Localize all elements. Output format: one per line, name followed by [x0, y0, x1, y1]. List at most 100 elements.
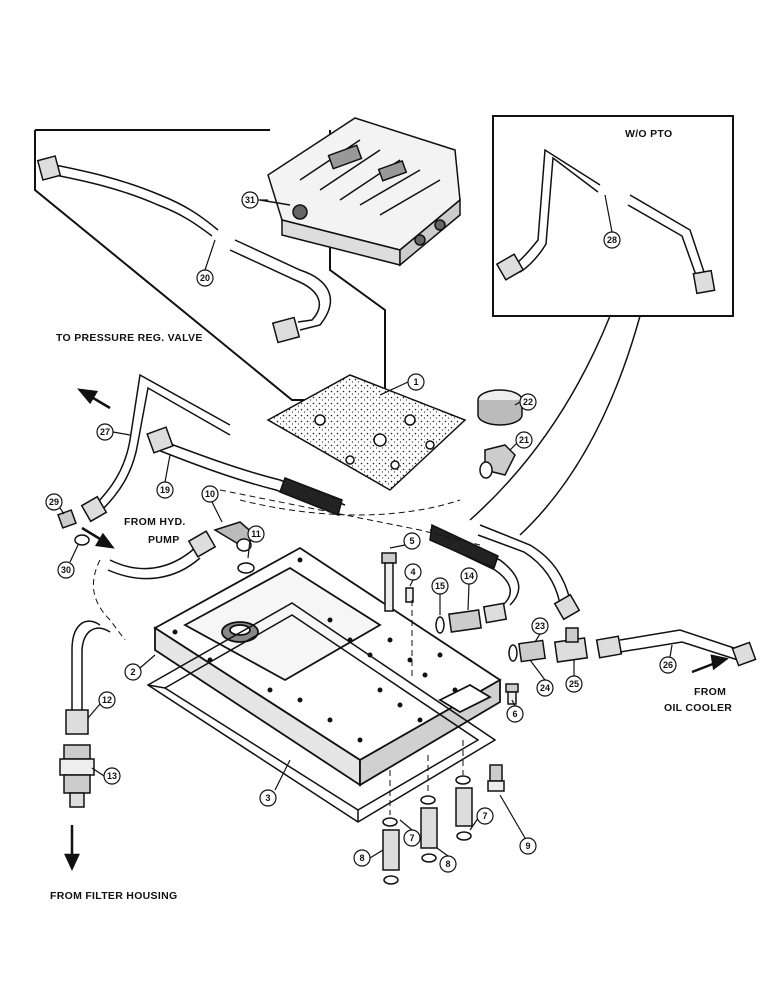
- arrow-pump: [81, 526, 115, 549]
- inset-wo-pto: [492, 115, 734, 317]
- svg-text:28: 28: [607, 235, 617, 245]
- callout-10: 10: [201, 485, 223, 523]
- callout-29: 29: [45, 493, 65, 515]
- callout-8b: 8: [436, 847, 457, 873]
- svg-text:12: 12: [102, 695, 112, 705]
- callout-26: 26: [659, 644, 677, 674]
- tube-12: [65, 620, 111, 735]
- svg-text:29: 29: [49, 497, 59, 507]
- svg-text:30: 30: [61, 565, 71, 575]
- callout-19: 19: [156, 454, 174, 499]
- callout-5: 5: [389, 532, 421, 550]
- callout-4: 4: [404, 563, 422, 587]
- fitting-29-30: [57, 509, 90, 546]
- callout-15: 15: [431, 577, 449, 615]
- hose-hyd-pump: [107, 521, 257, 580]
- label-from: FROM: [694, 686, 727, 698]
- label-pump: PUMP: [148, 534, 180, 546]
- fitting-9: [487, 764, 505, 792]
- label-from-filter-housing: FROM FILTER HOUSING: [50, 890, 178, 902]
- valve-body-31: [259, 117, 461, 267]
- svg-text:6: 6: [512, 709, 517, 719]
- elbow-21: [479, 444, 516, 479]
- svg-text:9: 9: [525, 841, 530, 851]
- svg-text:15: 15: [435, 581, 445, 591]
- svg-text:19: 19: [160, 485, 170, 495]
- callout-9: 9: [499, 794, 537, 855]
- svg-text:26: 26: [663, 660, 673, 670]
- svg-text:8: 8: [359, 853, 364, 863]
- callout-6: 6: [506, 699, 524, 723]
- cap-22: [477, 389, 523, 426]
- callout-21: 21: [509, 431, 533, 451]
- callout-3: 3: [259, 759, 291, 807]
- callouts: 31 20 28 1 22 21 27 19 29 30 10 11 5 4 1…: [45, 191, 677, 873]
- svg-text:23: 23: [535, 621, 545, 631]
- filter-fitting-13: [59, 744, 95, 808]
- arrow-upper-left: [77, 388, 111, 410]
- label-wo-pto: W/O PTO: [625, 128, 673, 140]
- callout-27: 27: [96, 423, 131, 441]
- svg-text:22: 22: [523, 397, 533, 407]
- callout-7b: 7: [469, 807, 494, 831]
- svg-text:20: 20: [200, 273, 210, 283]
- bolt-6: [505, 683, 519, 705]
- fitting-23-24-25: [508, 627, 589, 663]
- svg-text:10: 10: [205, 489, 215, 499]
- svg-text:4: 4: [410, 567, 415, 577]
- arrow-oil-cooler: [691, 654, 729, 674]
- callout-14: 14: [460, 567, 478, 611]
- svg-text:8: 8: [445, 859, 450, 869]
- svg-text:24: 24: [540, 683, 550, 693]
- callout-2: 2: [124, 654, 156, 681]
- callout-23: 23: [531, 617, 549, 643]
- svg-text:21: 21: [519, 435, 529, 445]
- svg-text:31: 31: [245, 195, 255, 205]
- separator-plate-1: [266, 374, 467, 491]
- tube-28: [495, 148, 716, 295]
- svg-text:3: 3: [265, 793, 270, 803]
- callout-25: 25: [565, 660, 583, 693]
- callout-28: 28: [603, 194, 621, 249]
- svg-text:7: 7: [482, 811, 487, 821]
- callout-1: 1: [379, 373, 425, 396]
- cover-plate-2: [153, 546, 502, 787]
- tubes-7-8: [382, 775, 473, 885]
- svg-text:5: 5: [409, 536, 414, 546]
- callout-20: 20: [196, 239, 216, 287]
- callout-30: 30: [57, 544, 79, 579]
- tube-26: [595, 629, 757, 667]
- bolt-5: [381, 552, 397, 612]
- callout-22: 22: [514, 393, 537, 411]
- callout-13: 13: [91, 767, 121, 785]
- dashed-alignment-lines: [92, 489, 481, 815]
- svg-text:1: 1: [413, 377, 418, 387]
- svg-text:13: 13: [107, 771, 117, 781]
- svg-text:7: 7: [409, 833, 414, 843]
- callout-8a: 8: [353, 849, 384, 867]
- tube-20: [36, 155, 331, 344]
- fitting-14-15: [435, 609, 482, 634]
- arrow-down: [64, 825, 80, 871]
- callout-11: 11: [247, 525, 265, 559]
- gasket-3: [146, 602, 497, 823]
- label-from-hyd: FROM HYD.: [124, 516, 186, 528]
- svg-text:25: 25: [569, 679, 579, 689]
- pto-leader-lines: [469, 315, 641, 536]
- callout-7a: 7: [399, 819, 421, 847]
- label-oil-cooler: OIL COOLER: [664, 702, 733, 714]
- pin-4: [405, 587, 414, 603]
- o-ring-11: [237, 562, 255, 574]
- label-to-pressure-reg-valve: TO PRESSURE REG. VALVE: [56, 332, 203, 344]
- callout-12: 12: [87, 691, 116, 719]
- tube-27: [80, 373, 231, 523]
- svg-text:2: 2: [130, 667, 135, 677]
- svg-text:14: 14: [464, 571, 474, 581]
- hose-right: [429, 523, 581, 624]
- callout-31: 31: [241, 191, 268, 209]
- svg-text:11: 11: [251, 529, 261, 539]
- tube-19: [146, 426, 346, 517]
- callout-24: 24: [529, 659, 554, 697]
